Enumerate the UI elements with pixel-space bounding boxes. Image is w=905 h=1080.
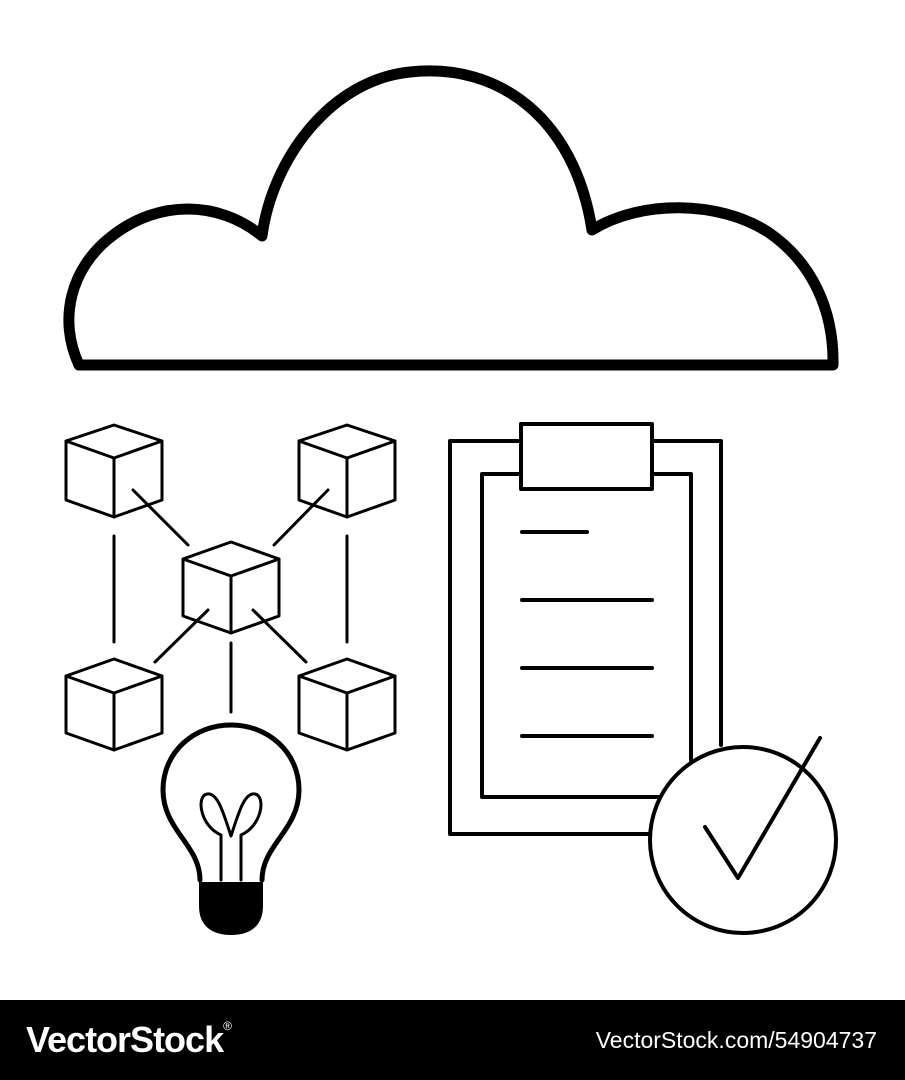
cube-network-icon: [64, 423, 397, 752]
lightbulb-icon: [160, 722, 302, 935]
cube-top-right: [297, 423, 397, 519]
watermark-footer: VectorStock® VectorStock.com/54904737: [0, 1000, 905, 1080]
cube-bottom-right: [297, 657, 397, 752]
cube-top-left: [64, 423, 164, 519]
cloud-icon: [63, 65, 839, 371]
brand-logo: VectorStock®: [26, 1019, 232, 1060]
clipboard-lines: [520, 530, 654, 738]
cube-bottom-left: [64, 657, 164, 752]
network-connectors: [112, 488, 349, 714]
checkmark-circle-icon: [648, 736, 838, 935]
cube-center: [181, 540, 281, 635]
stock-id-text: VectorStock.com/54904737: [595, 1026, 877, 1053]
illustration-canvas: [63, 65, 839, 935]
clipboard-icon: [448, 422, 723, 836]
clipboard-clip: [519, 422, 654, 491]
